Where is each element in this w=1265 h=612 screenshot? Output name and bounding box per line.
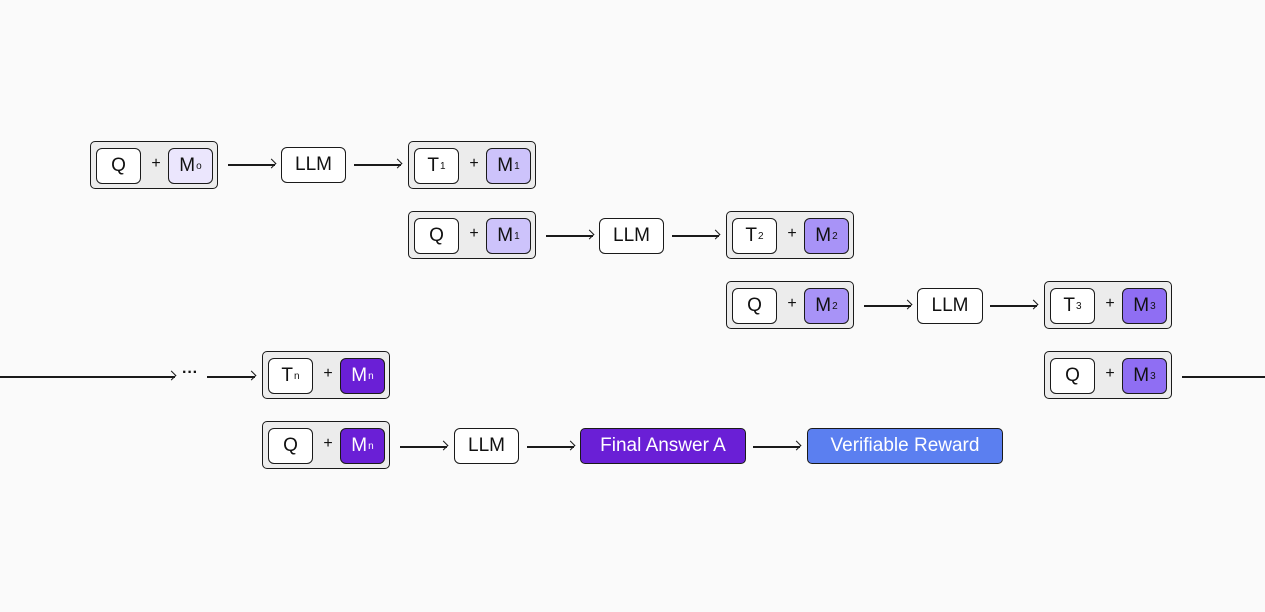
ellipsis: ··· bbox=[182, 364, 198, 381]
arrow bbox=[672, 235, 719, 237]
llm-box: LLM bbox=[454, 428, 519, 464]
query-box: Q bbox=[96, 148, 141, 184]
query-box: Q bbox=[268, 428, 313, 464]
plus-sign: + bbox=[469, 225, 479, 242]
plus-sign: + bbox=[323, 435, 333, 452]
arrow bbox=[753, 446, 800, 448]
arrow bbox=[207, 376, 255, 378]
llm-box: LLM bbox=[281, 147, 346, 183]
arrow bbox=[0, 376, 175, 378]
plus-sign: + bbox=[1105, 365, 1115, 382]
query-box: Q bbox=[414, 218, 459, 254]
arrow bbox=[400, 446, 447, 448]
continuation-line bbox=[1182, 376, 1265, 378]
llm-box: LLM bbox=[599, 218, 664, 254]
plus-sign: + bbox=[1105, 295, 1115, 312]
final-answer-box: Final Answer A bbox=[580, 428, 746, 464]
arrow bbox=[527, 446, 574, 448]
plus-sign: + bbox=[787, 225, 797, 242]
arrow bbox=[990, 305, 1037, 307]
arrow bbox=[546, 235, 593, 237]
plus-sign: + bbox=[151, 155, 161, 172]
arrow bbox=[864, 305, 911, 307]
plus-sign: + bbox=[787, 295, 797, 312]
plus-sign: + bbox=[323, 365, 333, 382]
arrow bbox=[228, 164, 275, 166]
query-box: Q bbox=[732, 288, 777, 324]
arrow bbox=[354, 164, 401, 166]
plus-sign: + bbox=[469, 155, 479, 172]
verifiable-reward-box: Verifiable Reward bbox=[807, 428, 1003, 464]
query-box: Q bbox=[1050, 358, 1095, 394]
llm-box: LLM bbox=[917, 288, 983, 324]
